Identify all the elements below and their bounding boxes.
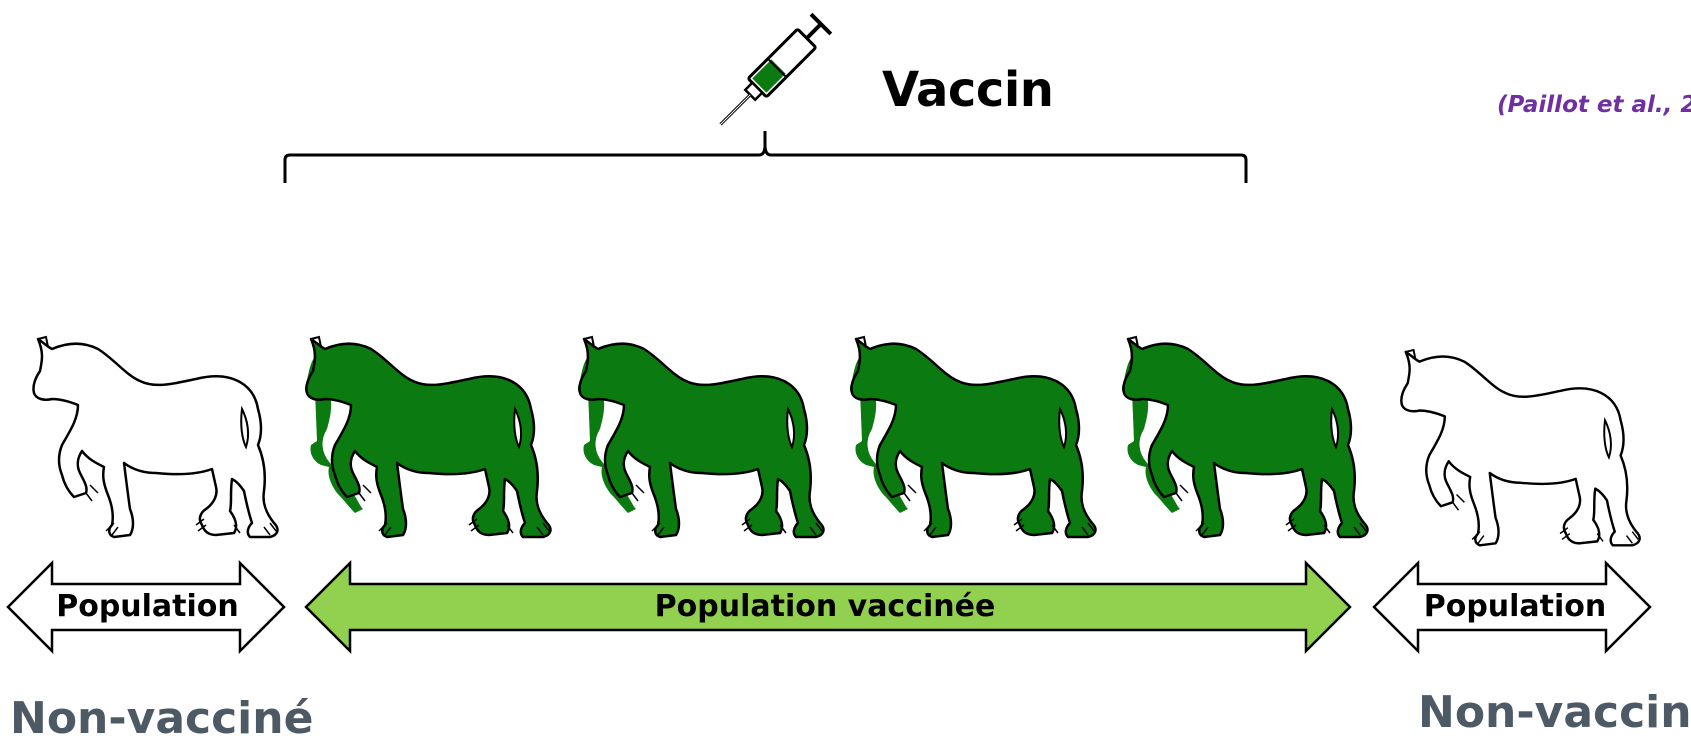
syringe-icon (711, 14, 831, 134)
horse-unvaccinated-left (32, 337, 278, 537)
arrow-label-population-right: Population (1380, 589, 1650, 624)
status-non-vaccinated-right: Non-vacciné (1418, 687, 1691, 738)
horse-vaccinated-1 (305, 337, 551, 537)
citation: (Paillot et al., 2 (1497, 92, 1691, 118)
arrow-label-population-left: Population (50, 589, 245, 624)
horse-vaccinated-4 (1122, 337, 1368, 537)
vaccine-brace (285, 131, 1246, 183)
horse-vaccinated-3 (850, 337, 1096, 537)
arrow-label-population-vaccinated: Population vaccinée (305, 589, 1345, 624)
status-non-vaccinated-left: Non-vacciné (10, 693, 313, 744)
vaccine-label: Vaccin (882, 62, 1053, 118)
horse-vaccinated-2 (578, 337, 824, 537)
horse-unvaccinated-right (1400, 350, 1640, 545)
